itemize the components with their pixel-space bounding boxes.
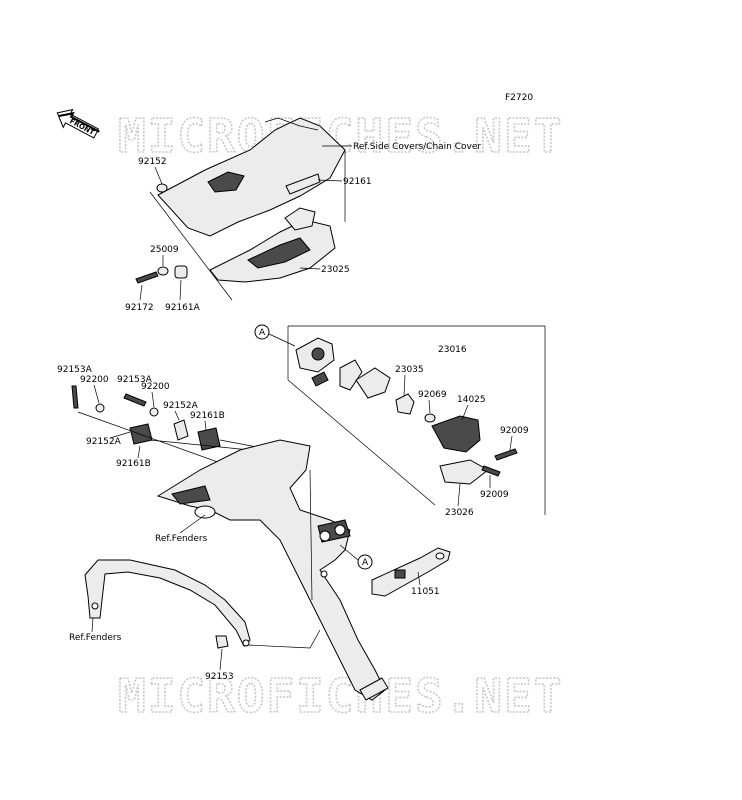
- part-92152: 92152: [138, 157, 167, 167]
- grommet-92161B-2-shape: [197, 427, 221, 451]
- part-92161B-1: 92161B: [190, 411, 225, 421]
- part-11051: 11051: [411, 587, 440, 597]
- tail-light-23016: A: [254, 324, 546, 515]
- license-bracket-11051: [371, 547, 451, 597]
- bolt-92153-shape: [215, 635, 229, 649]
- ref-fenders-2: Ref.Fenders: [69, 633, 122, 643]
- bolt-92153A-1-shape: [71, 385, 79, 409]
- part-92009-b: 92009: [480, 490, 509, 500]
- part-92152A-1: 92152A: [163, 401, 199, 411]
- washer-92200-2-shape: [149, 407, 159, 417]
- part-14025: 14025: [457, 395, 486, 405]
- collar-92152A-shape: [173, 419, 189, 441]
- part-92161A: 92161A: [165, 303, 201, 313]
- rear-fender-bracket: [156, 439, 389, 701]
- marker-a-upper-icon: [254, 324, 270, 340]
- front-arrow-icon: FRONT: [56, 108, 100, 139]
- part-92153A-1: 92153A: [57, 365, 93, 375]
- marker-a-upper: A: [259, 328, 266, 338]
- part-92153A-2: 92153A: [117, 375, 153, 385]
- ref-side-covers: Ref.Side Covers/Chain Cover: [353, 142, 481, 152]
- seat-cowl-23025: [149, 117, 346, 301]
- part-92172: 92172: [125, 303, 154, 313]
- part-23025: 23025: [321, 265, 350, 275]
- part-23035: 23035: [395, 365, 424, 375]
- part-23026: 23026: [445, 508, 474, 518]
- part-25009: 25009: [150, 245, 179, 255]
- grommet-92161B-1-shape: [129, 423, 153, 445]
- grommet-92161A-shape: [174, 265, 188, 279]
- washer-92152-shape: [156, 183, 168, 193]
- part-92200-2: 92200: [141, 382, 170, 392]
- bolt-92172-shape: [135, 271, 159, 284]
- part-92152A-2: 92152A: [86, 437, 122, 447]
- marker-a-lower: A: [362, 558, 369, 568]
- fender-hanger: [84, 559, 251, 647]
- bolt-92153A-2-shape: [123, 393, 147, 407]
- ref-fenders-1: Ref.Fenders: [155, 534, 208, 544]
- part-92161B-2: 92161B: [116, 459, 151, 469]
- diagram-code: F2720: [505, 93, 533, 103]
- part-92161: 92161: [343, 177, 372, 187]
- part-92200-1: 92200: [80, 375, 109, 385]
- watermark-bottom: MICROFICHES.NET: [118, 669, 563, 723]
- washer-25009-shape: [157, 266, 169, 276]
- part-23016: 23016: [438, 345, 467, 355]
- marker-a-lower-icon: [357, 554, 373, 570]
- part-92153: 92153: [205, 672, 234, 682]
- washer-92200-1-shape: [95, 403, 105, 413]
- part-92069: 92069: [418, 390, 447, 400]
- part-92009-a: 92009: [500, 426, 529, 436]
